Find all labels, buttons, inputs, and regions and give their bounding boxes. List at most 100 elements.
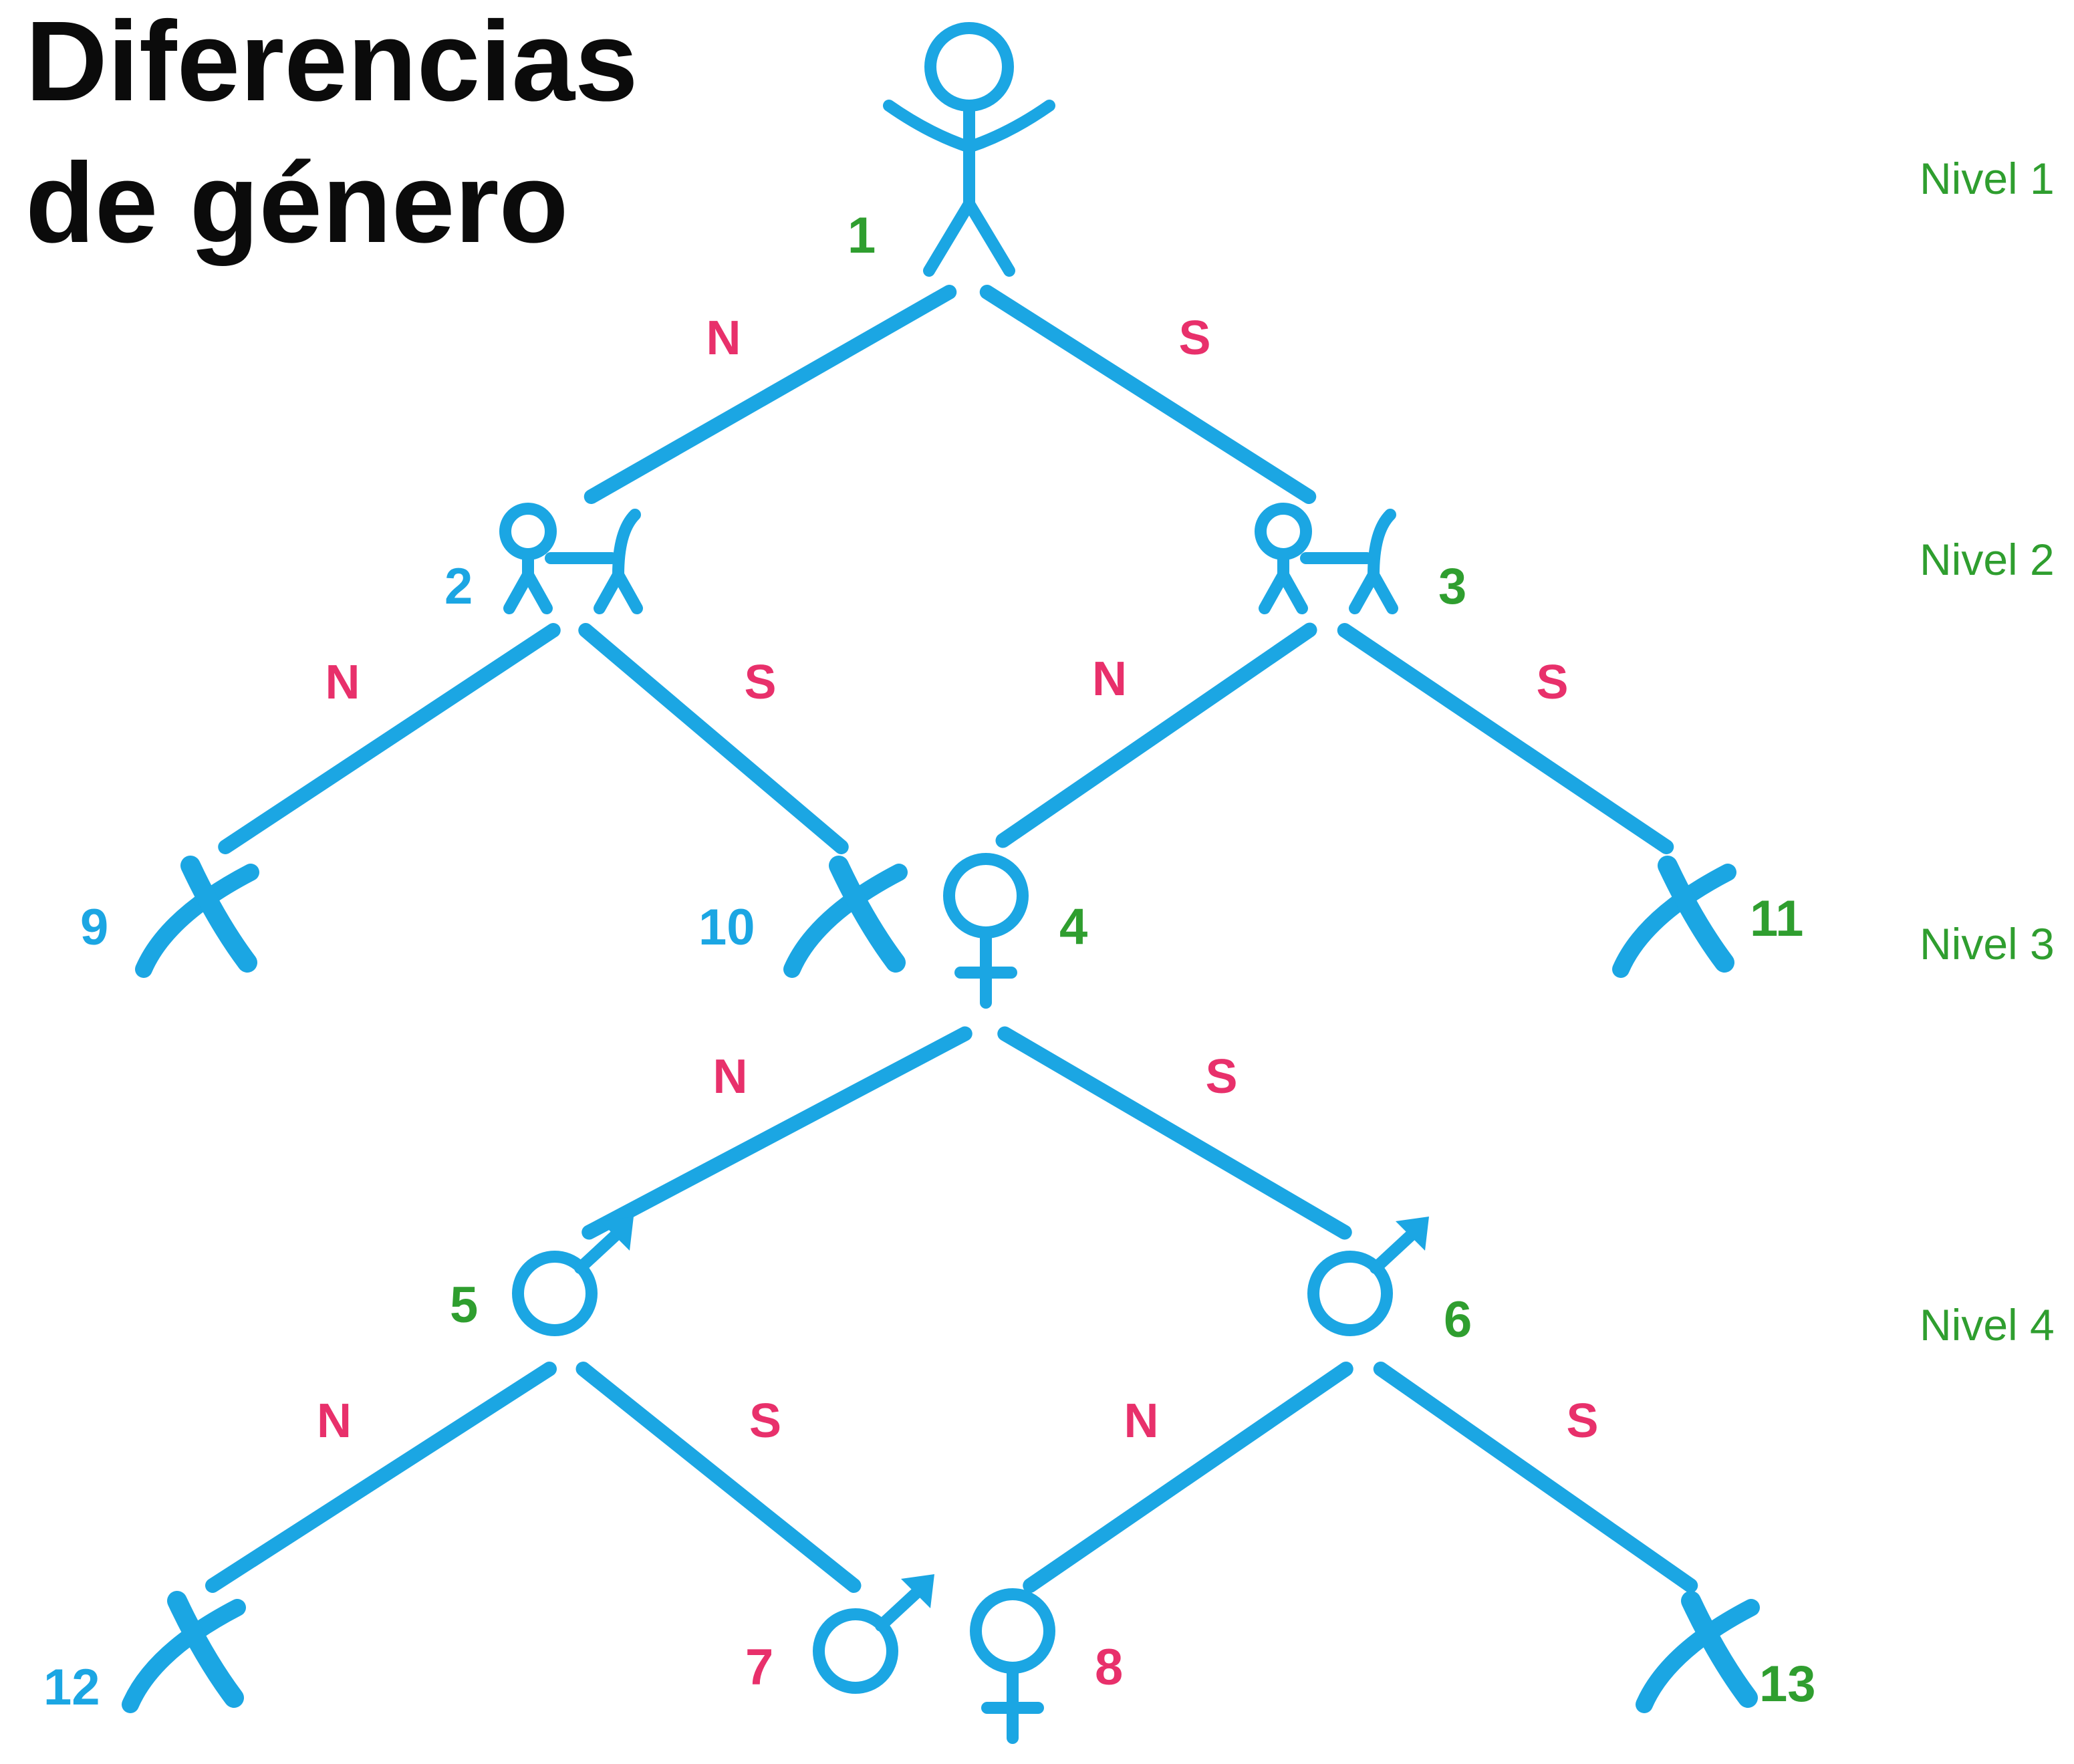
female-icon bbox=[943, 853, 1029, 1009]
legs bbox=[923, 198, 1015, 277]
pair-left-figure bbox=[503, 548, 553, 614]
edge-label-si: S bbox=[1536, 656, 1568, 709]
cross-icon bbox=[1636, 1591, 1760, 1713]
edge-line bbox=[205, 1362, 557, 1593]
cross-icon bbox=[135, 856, 259, 978]
edge-label-si: S bbox=[1566, 1394, 1598, 1448]
edge-label-no: N bbox=[1092, 652, 1127, 706]
edge-1-3: S bbox=[979, 285, 1317, 504]
node-4-female: 4 bbox=[943, 853, 1087, 1009]
pair-right-figure bbox=[1349, 509, 1398, 614]
node-12-cross: 12 bbox=[43, 1591, 246, 1716]
node-2-pair: 2 bbox=[444, 503, 643, 615]
edge-6-13: S bbox=[1373, 1362, 1698, 1593]
arms bbox=[883, 100, 1055, 153]
edge-4-6: S bbox=[997, 1026, 1352, 1240]
cross-icon bbox=[122, 1591, 246, 1713]
pair-icon bbox=[1255, 503, 1398, 614]
male-circle bbox=[813, 1608, 898, 1694]
node-11-cross: 11 bbox=[1612, 856, 1803, 978]
edge-5-7: S bbox=[575, 1362, 862, 1593]
pair-left-figure bbox=[1259, 548, 1308, 614]
level-label-4: Nivel 4 bbox=[1920, 1300, 2055, 1350]
edge-line bbox=[584, 285, 957, 504]
pair-head bbox=[1255, 503, 1312, 560]
female-cross bbox=[981, 1662, 1044, 1744]
cross-stroke-1 bbox=[1612, 864, 1736, 978]
male-arrow-head bbox=[600, 1217, 634, 1251]
male-circle bbox=[512, 1251, 598, 1336]
edge-line bbox=[218, 623, 561, 854]
node-6-male: 6 bbox=[1307, 1217, 1472, 1348]
cross-stroke-1 bbox=[1636, 1599, 1760, 1713]
node-13-cross: 13 bbox=[1636, 1591, 1816, 1713]
edge-line bbox=[578, 623, 849, 854]
title-line-1: Diferencias bbox=[25, 0, 638, 125]
node-number: 2 bbox=[444, 558, 473, 615]
cross-stroke-2 bbox=[180, 856, 257, 973]
person-icon bbox=[883, 22, 1055, 277]
edge-line bbox=[979, 285, 1317, 504]
cross-stroke-2 bbox=[1681, 1591, 1758, 1708]
edge-label-no: N bbox=[326, 656, 360, 709]
node-number: 8 bbox=[1095, 1639, 1123, 1696]
head bbox=[924, 22, 1014, 112]
cross-stroke-1 bbox=[135, 864, 259, 978]
pair-icon bbox=[499, 503, 643, 614]
edge-line bbox=[995, 622, 1317, 848]
edge-3-11: S bbox=[1337, 623, 1674, 854]
male-icon bbox=[512, 1217, 634, 1336]
cross-icon bbox=[1612, 856, 1736, 978]
cross-icon bbox=[783, 856, 908, 978]
female-circle bbox=[970, 1588, 1055, 1674]
edge-label-si: S bbox=[1178, 311, 1210, 365]
node-7-male: 7 bbox=[745, 1574, 934, 1696]
node-number: 1 bbox=[848, 207, 876, 264]
edge-3-4: N bbox=[995, 622, 1317, 848]
node-number: 6 bbox=[1444, 1291, 1472, 1348]
cross-stroke-1 bbox=[122, 1599, 246, 1713]
cross-stroke-2 bbox=[829, 856, 906, 973]
node-8-female: 8 bbox=[970, 1588, 1123, 1744]
edge-6-8: N bbox=[1023, 1362, 1353, 1593]
edge-label-no: N bbox=[706, 311, 741, 365]
cross-stroke-2 bbox=[1658, 856, 1734, 973]
edge-line bbox=[575, 1362, 862, 1593]
node-10-cross: 10 bbox=[698, 856, 908, 978]
level-label-1: Nivel 1 bbox=[1920, 154, 2055, 203]
node-3-pair: 3 bbox=[1255, 503, 1466, 615]
edge-2-10: S bbox=[578, 623, 849, 854]
edge-line bbox=[997, 1026, 1352, 1240]
edge-line bbox=[1023, 1362, 1353, 1593]
node-number: 9 bbox=[80, 899, 108, 956]
node-9-cross: 9 bbox=[80, 856, 259, 978]
female-circle bbox=[943, 853, 1029, 938]
node-number: 4 bbox=[1059, 898, 1087, 955]
level-label-3: Nivel 3 bbox=[1920, 919, 2055, 969]
node-number: 3 bbox=[1438, 558, 1466, 615]
male-arrow-head bbox=[1396, 1217, 1429, 1251]
pair-right-figure bbox=[594, 509, 643, 614]
edge-1-2: N bbox=[584, 285, 957, 504]
node-number: 5 bbox=[450, 1277, 478, 1334]
male-circle bbox=[1307, 1251, 1393, 1336]
female-icon bbox=[970, 1588, 1055, 1744]
cross-stroke-2 bbox=[167, 1591, 244, 1708]
level-label-2: Nivel 2 bbox=[1920, 535, 2055, 584]
edge-label-no: N bbox=[317, 1394, 352, 1448]
edge-label-no: N bbox=[713, 1050, 748, 1104]
title-line-2: de género bbox=[25, 140, 568, 267]
cross-stroke-1 bbox=[783, 864, 908, 978]
node-number: 11 bbox=[1750, 890, 1803, 947]
pair-head bbox=[499, 503, 557, 560]
edge-5-12: N bbox=[205, 1362, 557, 1593]
male-icon bbox=[813, 1574, 934, 1694]
node-number: 10 bbox=[698, 899, 755, 956]
edge-2-9: N bbox=[218, 623, 561, 854]
female-cross bbox=[954, 926, 1017, 1009]
level-labels: Nivel 1 Nivel 2 Nivel 3 Nivel 4 bbox=[1920, 154, 2055, 1350]
